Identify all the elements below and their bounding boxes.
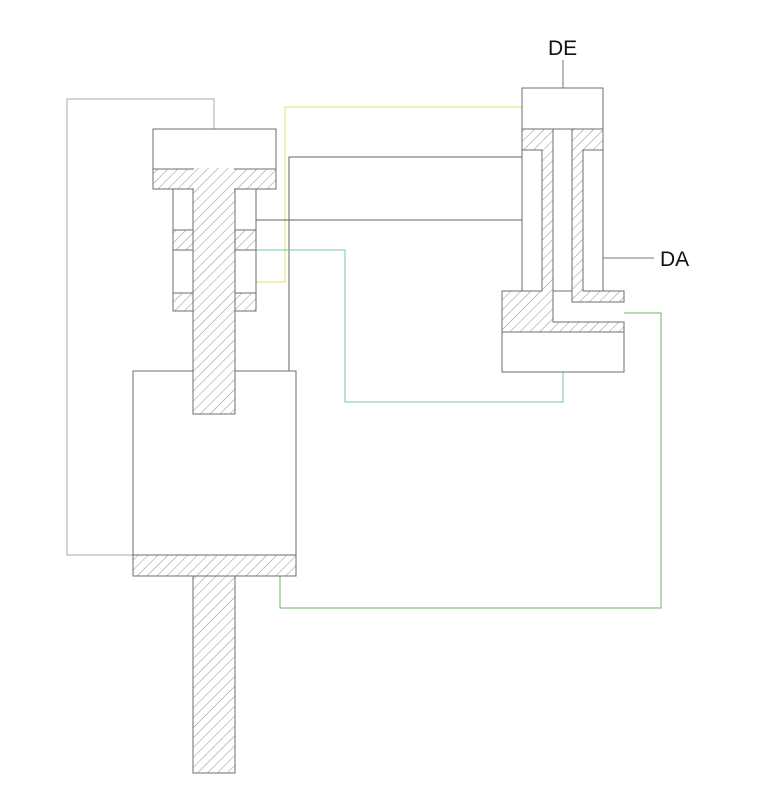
spool-stem-join [194, 168, 234, 311]
pipe-dark-upper [288, 156, 522, 371]
piston-rod [192, 575, 236, 774]
pipe-gray-feedback [66, 98, 215, 556]
actuator-piston-right [571, 128, 625, 303]
cylinder-piston [132, 554, 297, 577]
valve-top-chamber [152, 128, 277, 170]
actuator-bottom-chamber [501, 331, 625, 373]
actuator-piston-left [501, 128, 625, 333]
pipe-teal [256, 249, 564, 403]
main-cylinder [132, 370, 297, 774]
actuator-top-chamber [521, 87, 604, 130]
right-actuator [501, 87, 625, 373]
label-de: DE [548, 37, 577, 60]
label-da: DA [660, 248, 689, 271]
pipe-green [279, 312, 662, 609]
pipe-yellow [256, 106, 522, 283]
actuator-body [521, 128, 604, 292]
